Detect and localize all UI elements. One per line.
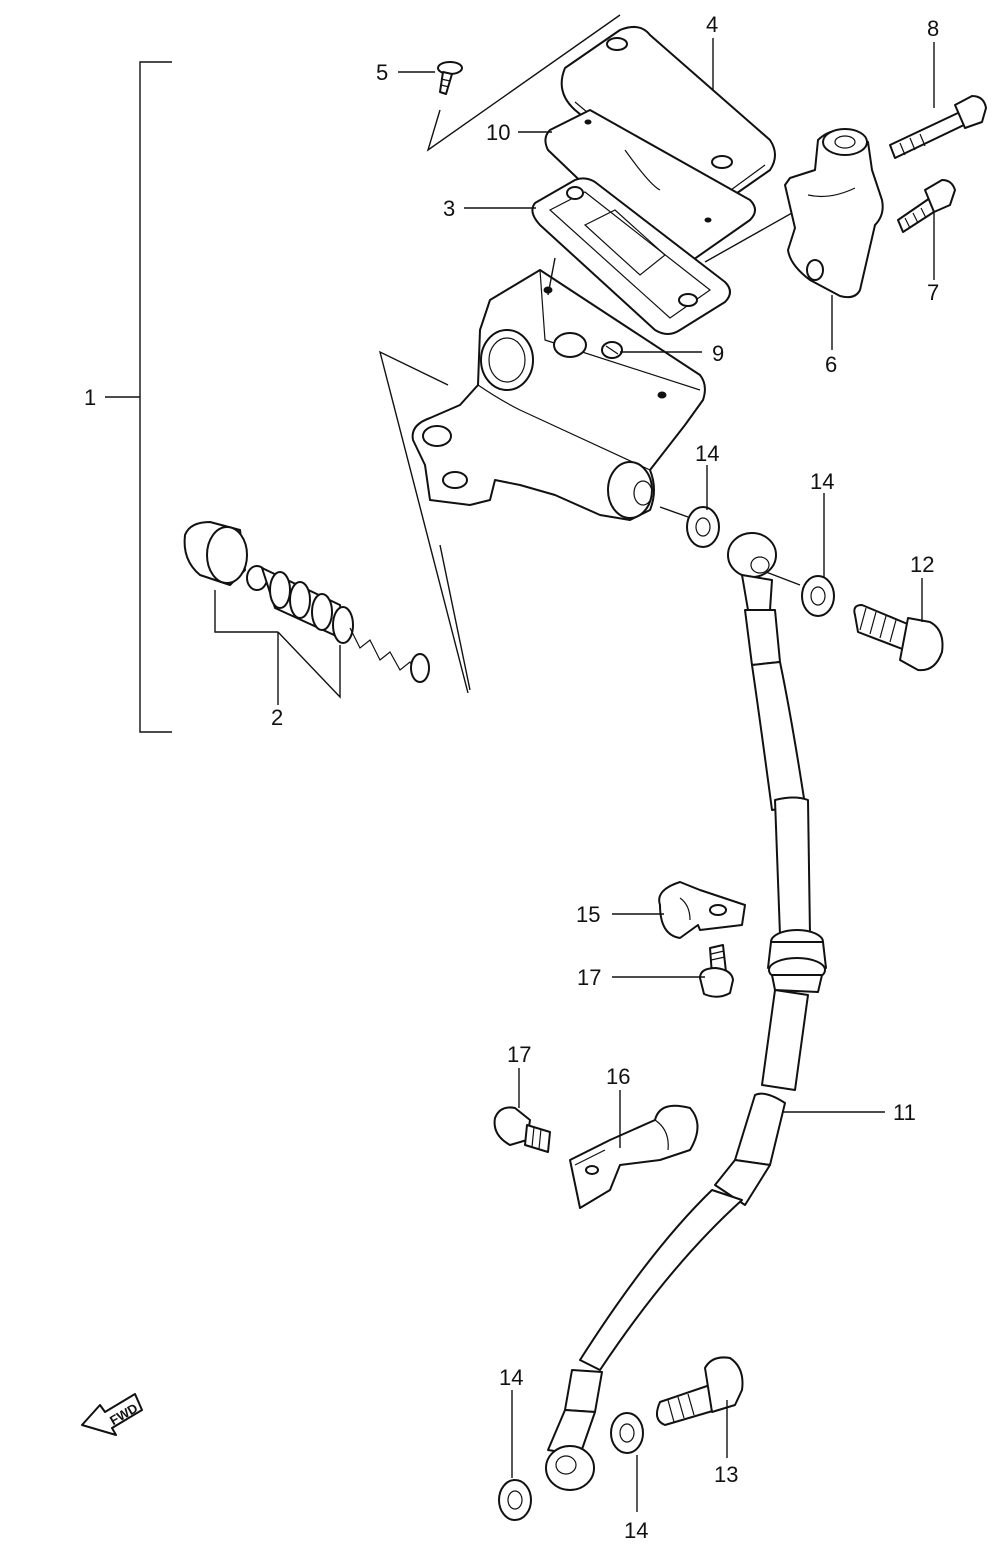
callout-5: 5 <box>376 60 388 85</box>
bolt-part-17-upper <box>699 944 734 998</box>
callout-2: 2 <box>271 705 283 730</box>
bolt-part-8 <box>889 95 987 159</box>
callout-12: 12 <box>910 552 934 577</box>
cylinder-guide-dash <box>439 544 471 691</box>
bolt-part-7 <box>897 179 956 233</box>
callout-14-b: 14 <box>810 469 834 494</box>
callout-8: 8 <box>927 16 939 41</box>
diaphragm-part-3 <box>531 177 731 335</box>
clutch-hose-part-11 <box>545 532 827 1491</box>
callout-16: 16 <box>606 1064 630 1089</box>
screw-part-5 <box>437 61 463 95</box>
assembly-bracket-1 <box>105 61 172 733</box>
banjo-guide-line <box>765 571 801 586</box>
banjo-bolt-part-13 <box>655 1356 744 1426</box>
washer-part-14-upper-left <box>686 506 720 548</box>
hose-clamp-part-16 <box>569 1104 699 1209</box>
callout-13: 13 <box>714 1462 738 1487</box>
callout-7: 7 <box>927 280 939 305</box>
callout-6: 6 <box>825 352 837 377</box>
clamp-holder-part-6 <box>784 128 884 299</box>
callout-14-a: 14 <box>695 441 719 466</box>
leader-lines <box>398 38 935 1512</box>
washer-part-14-upper-right <box>801 575 835 617</box>
callout-10: 10 <box>486 120 510 145</box>
callout-15: 15 <box>576 902 600 927</box>
forward-direction-arrow: FWD <box>81 1393 143 1436</box>
master-cylinder-body <box>411 269 706 521</box>
callout-14-c: 14 <box>499 1365 523 1390</box>
callout-3: 3 <box>443 196 455 221</box>
callout-14-d: 14 <box>624 1518 648 1543</box>
hose-clamp-part-15 <box>658 881 746 939</box>
piston-kit-part-2 <box>183 521 430 705</box>
washer-part-14-lower-right <box>610 1412 644 1454</box>
callout-9: 9 <box>712 341 724 366</box>
cylinder-group-guide <box>378 350 469 694</box>
banjo-bolt-part-12 <box>853 604 944 672</box>
screw-part-9 <box>601 341 623 359</box>
callout-17-b: 17 <box>507 1042 531 1067</box>
callout-1: 1 <box>84 385 96 410</box>
washer-part-14-lower-left <box>498 1479 532 1521</box>
callout-11: 11 <box>893 1100 916 1125</box>
washer-guide-line <box>659 506 689 518</box>
callout-17-a: 17 <box>577 965 601 990</box>
bolt-part-17-lower <box>493 1106 551 1153</box>
callout-4: 4 <box>706 12 718 37</box>
callout-labels: 1 2 3 4 5 6 7 8 9 10 11 12 13 14 14 14 1… <box>84 12 939 1543</box>
